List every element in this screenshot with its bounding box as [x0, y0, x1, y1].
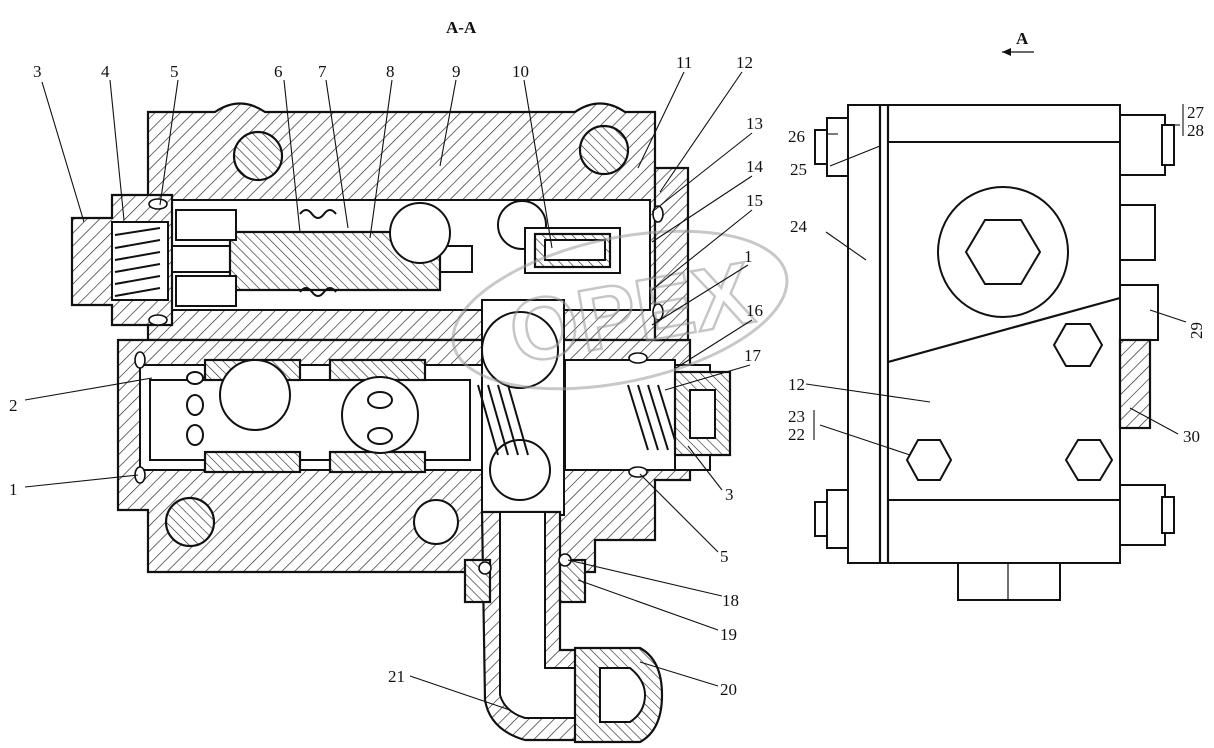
spring-17	[627, 384, 679, 451]
callout-20: 20	[720, 680, 737, 699]
callout-13: 13	[746, 114, 763, 133]
section-title: А-А	[446, 18, 477, 37]
callout-14: 14	[746, 157, 764, 176]
bottom-fitting	[957, 562, 1061, 601]
bolt-hole-left-bottom	[164, 496, 216, 548]
callout-27: 27	[1187, 103, 1205, 122]
plug-30	[1118, 338, 1152, 430]
callout-24: 24	[790, 217, 808, 236]
callout-8: 8	[386, 62, 395, 81]
bolt-26	[826, 117, 849, 177]
callout-18: 18	[722, 591, 739, 610]
bolt-hole-mid-bottom	[413, 499, 459, 545]
view-title: А	[1016, 29, 1029, 48]
callout-labels: 3 4 5 6 7 8 9 10 11 12 13 14 15 1 16 17 …	[9, 53, 1206, 699]
side-view-a	[814, 104, 1175, 601]
hex-bolt-lower	[1064, 439, 1114, 481]
spool-ball-left	[219, 359, 291, 431]
callout-11: 11	[676, 53, 692, 72]
hex-bolt-upper	[1052, 323, 1104, 367]
callout-12: 12	[736, 53, 753, 72]
o-ring-seals	[134, 198, 664, 575]
callout-4: 4	[101, 62, 110, 81]
callout-15: 15	[746, 191, 763, 210]
section-view	[70, 102, 732, 744]
callout-26: 26	[788, 127, 805, 146]
check-ball-upper	[389, 202, 451, 264]
callout-30: 30	[1183, 427, 1200, 446]
callout-2: 2	[9, 396, 18, 415]
leader-lines	[24, 71, 1187, 711]
callout-19: 19	[720, 625, 737, 644]
callout-5-lower: 5	[720, 547, 729, 566]
callout-25: 25	[790, 160, 807, 179]
callout-6: 6	[274, 62, 283, 81]
spring-4	[114, 227, 161, 297]
main-spool	[149, 379, 471, 461]
large-hex-plug	[964, 219, 1042, 285]
callout-1-right: 1	[744, 247, 753, 266]
block-29	[1119, 284, 1159, 341]
callout-3: 3	[33, 62, 42, 81]
callout-12-side: 12	[788, 375, 805, 394]
spool-ball-mid	[341, 376, 419, 454]
callout-22: 22	[788, 425, 805, 444]
callout-1: 1	[9, 480, 18, 499]
callout-28: 28	[1187, 121, 1204, 140]
callout-5: 5	[170, 62, 179, 81]
callout-3-lower: 3	[725, 485, 734, 504]
callout-16: 16	[746, 301, 763, 320]
bolt-hole-left-top	[232, 130, 284, 182]
callout-21: 21	[388, 667, 405, 686]
callout-17: 17	[744, 346, 762, 365]
callout-29: 29	[1187, 322, 1206, 339]
bolt-hole-right-top	[578, 124, 630, 176]
hex-bolt-22	[905, 439, 953, 481]
callout-7: 7	[318, 62, 327, 81]
bolt-27	[1119, 114, 1166, 176]
callout-9: 9	[452, 62, 461, 81]
callout-10: 10	[512, 62, 529, 81]
view-direction-arrow: А	[1002, 29, 1034, 56]
spring-7	[299, 209, 337, 297]
spring-center	[477, 384, 529, 456]
callout-23: 23	[788, 407, 805, 426]
